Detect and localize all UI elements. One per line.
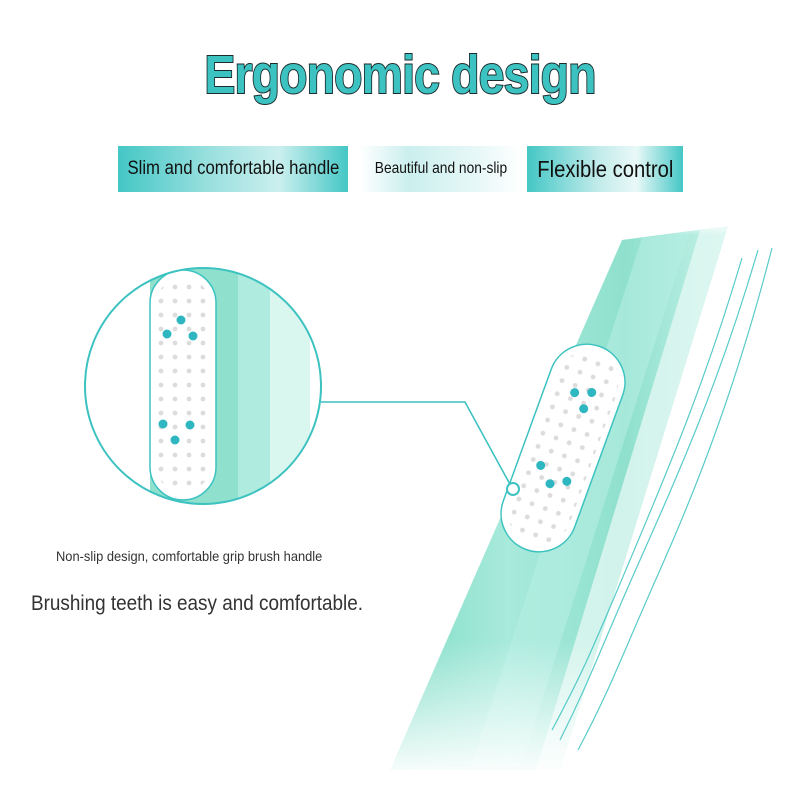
feature-label-flexible-control: Flexible control — [536, 155, 674, 182]
caption-non-slip: Non-slip design, comfortable grip brush … — [56, 548, 346, 564]
grip-pad — [500, 343, 626, 553]
motion-lines — [551, 247, 773, 751]
callout-pointer — [321, 401, 520, 496]
feature-label-slim-handle: Slim and comfortable handle — [127, 158, 339, 179]
feature-label-non-slip: Beautiful and non-slip — [374, 160, 508, 177]
page-title: Ergonomic design — [203, 44, 597, 106]
feature-banner-flexible-control: Flexible control — [527, 146, 683, 192]
feature-banner-slim-handle: Slim and comfortable handle — [118, 146, 348, 192]
feature-banner-non-slip: Beautiful and non-slip — [360, 146, 522, 192]
caption-non-slip-text: Non-slip design, comfortable grip brush … — [56, 548, 323, 564]
caption-easy-brushing-text: Brushing teeth is easy and comfortable. — [31, 592, 363, 615]
caption-easy-brushing: Brushing teeth is easy and comfortable. — [31, 592, 400, 616]
magnified-grip-circle — [84, 267, 322, 505]
